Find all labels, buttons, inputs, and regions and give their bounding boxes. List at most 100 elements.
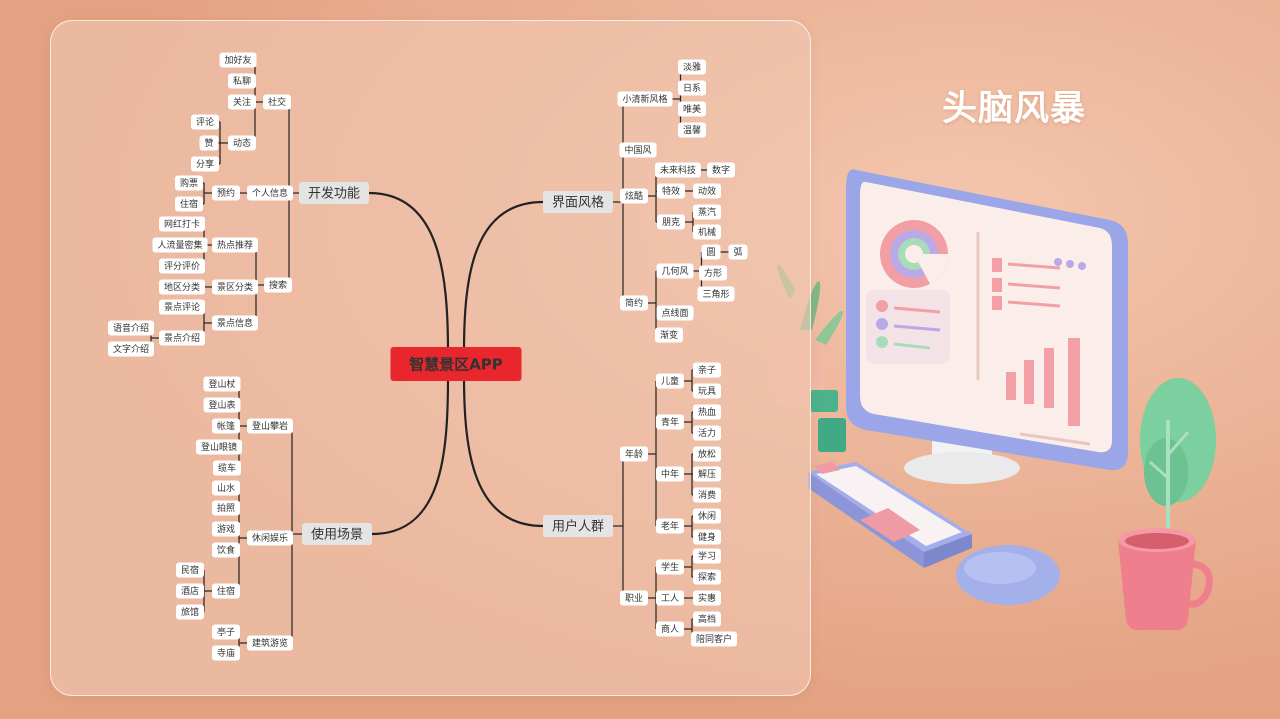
leaf-node-box — [656, 590, 684, 606]
leaf-node[interactable]: 圆 — [701, 244, 721, 260]
branch-node[interactable]: 用户人群 — [543, 515, 613, 537]
leaf-node[interactable]: 热点推荐 — [212, 237, 258, 253]
leaf-node[interactable]: 玩具 — [693, 383, 721, 399]
leaf-node[interactable]: 工人 — [656, 590, 684, 606]
leaf-node[interactable]: 弧 — [728, 244, 748, 260]
leaf-node[interactable]: 儿童 — [656, 373, 684, 389]
center-node[interactable]: 智慧景区APP — [390, 347, 522, 381]
leaf-node[interactable]: 休闲 — [693, 508, 721, 524]
leaf-node[interactable]: 实惠 — [693, 590, 721, 606]
leaf-node[interactable]: 淡雅 — [678, 59, 706, 75]
leaf-node[interactable]: 语音介绍 — [108, 320, 154, 336]
leaf-node[interactable]: 热血 — [693, 404, 721, 420]
branch-node[interactable]: 开发功能 — [299, 182, 369, 204]
leaf-node[interactable]: 高档 — [693, 611, 721, 627]
leaf-node[interactable]: 地区分类 — [159, 279, 205, 295]
leaf-node[interactable]: 帐篷 — [212, 418, 240, 434]
leaf-node[interactable]: 寺庙 — [212, 645, 240, 661]
leaf-node-label: 网红打卡 — [164, 218, 200, 230]
leaf-node[interactable]: 旅馆 — [176, 604, 204, 620]
leaf-node[interactable]: 拍照 — [212, 500, 240, 516]
leaf-node[interactable]: 预约 — [212, 185, 240, 201]
leaf-node[interactable]: 老年 — [656, 518, 684, 534]
leaf-node[interactable]: 住宿 — [212, 583, 240, 599]
leaf-node[interactable]: 评论 — [191, 114, 219, 130]
leaf-node[interactable]: 蒸汽 — [693, 204, 721, 220]
leaf-node[interactable]: 建筑游览 — [247, 635, 293, 651]
leaf-node[interactable]: 缆车 — [213, 460, 241, 476]
leaf-node[interactable]: 消费 — [693, 487, 721, 503]
leaf-node[interactable]: 私聊 — [228, 73, 256, 89]
leaf-node[interactable]: 个人信息 — [247, 185, 293, 201]
leaf-node[interactable]: 点线面 — [656, 305, 694, 321]
leaf-node[interactable]: 陪同客户 — [691, 631, 737, 647]
leaf-node[interactable]: 加好友 — [219, 52, 257, 68]
leaf-node[interactable]: 学生 — [656, 559, 684, 575]
leaf-node[interactable]: 动态 — [228, 135, 256, 151]
leaf-node[interactable]: 人流量密集 — [152, 237, 208, 253]
leaf-node[interactable]: 景点评论 — [159, 299, 205, 315]
leaf-node[interactable]: 山水 — [212, 480, 240, 496]
leaf-node[interactable]: 赞 — [199, 135, 219, 151]
leaf-node[interactable]: 三角形 — [697, 286, 735, 302]
leaf-node[interactable]: 游戏 — [212, 521, 240, 537]
leaf-node[interactable]: 分享 — [191, 156, 219, 172]
leaf-node-label: 渐变 — [660, 329, 678, 341]
leaf-node[interactable]: 酒店 — [176, 583, 204, 599]
leaf-node[interactable]: 搜索 — [264, 277, 292, 293]
leaf-node[interactable]: 中年 — [656, 466, 684, 482]
leaf-node[interactable]: 关注 — [228, 94, 256, 110]
leaf-node[interactable]: 渐变 — [655, 327, 683, 343]
leaf-node-label: 拍照 — [217, 502, 235, 514]
leaf-node[interactable]: 探索 — [693, 569, 721, 585]
leaf-node[interactable]: 青年 — [656, 414, 684, 430]
leaf-node[interactable]: 唯美 — [678, 101, 706, 117]
leaf-node[interactable]: 机械 — [693, 224, 721, 240]
leaf-node[interactable]: 社交 — [263, 94, 291, 110]
leaf-node[interactable]: 学习 — [693, 548, 721, 564]
leaf-node[interactable]: 健身 — [693, 529, 721, 545]
leaf-node[interactable]: 饮食 — [212, 542, 240, 558]
leaf-node[interactable]: 小清新风格 — [617, 91, 673, 107]
leaf-node[interactable]: 年龄 — [620, 446, 648, 462]
leaf-node[interactable]: 购票 — [175, 175, 203, 191]
leaf-node[interactable]: 住宿 — [175, 196, 203, 212]
leaf-node[interactable]: 网红打卡 — [159, 216, 205, 232]
leaf-node[interactable]: 温馨 — [678, 122, 706, 138]
leaf-node[interactable]: 商人 — [656, 621, 684, 637]
leaf-node[interactable]: 方形 — [699, 265, 727, 281]
leaf-node[interactable]: 几何风 — [656, 263, 694, 279]
leaf-node[interactable]: 朋克 — [657, 214, 685, 230]
leaf-node[interactable]: 登山杖 — [203, 376, 241, 392]
leaf-node[interactable]: 景点介绍 — [159, 330, 205, 346]
leaf-node[interactable]: 评分评价 — [159, 258, 205, 274]
leaf-node-box — [176, 583, 204, 599]
leaf-node[interactable]: 中国风 — [619, 142, 657, 158]
leaf-node[interactable]: 登山攀岩 — [247, 418, 293, 434]
leaf-node[interactable]: 未来科技 — [655, 162, 701, 178]
leaf-node[interactable]: 特效 — [657, 183, 685, 199]
leaf-node[interactable]: 景点信息 — [212, 315, 258, 331]
branch-node[interactable]: 界面风格 — [543, 191, 613, 213]
leaf-node-box — [175, 175, 203, 191]
leaf-node[interactable]: 休闲娱乐 — [247, 530, 293, 546]
leaf-node[interactable]: 放松 — [693, 446, 721, 462]
leaf-node-label: 社交 — [268, 96, 286, 108]
leaf-node[interactable]: 登山表 — [203, 397, 241, 413]
branch-node[interactable]: 使用场景 — [302, 523, 372, 545]
leaf-node-box — [213, 460, 241, 476]
leaf-node[interactable]: 简约 — [620, 295, 648, 311]
leaf-node[interactable]: 动效 — [693, 183, 721, 199]
leaf-node[interactable]: 炫酷 — [620, 188, 648, 204]
leaf-node[interactable]: 解压 — [693, 466, 721, 482]
leaf-node[interactable]: 登山眼镜 — [196, 439, 242, 455]
leaf-node[interactable]: 亲子 — [693, 362, 721, 378]
leaf-node[interactable]: 日系 — [678, 80, 706, 96]
leaf-node[interactable]: 职业 — [620, 590, 648, 606]
leaf-node[interactable]: 文字介绍 — [108, 341, 154, 357]
leaf-node[interactable]: 活力 — [693, 425, 721, 441]
leaf-node[interactable]: 数字 — [707, 162, 735, 178]
leaf-node[interactable]: 民宿 — [176, 562, 204, 578]
leaf-node[interactable]: 亭子 — [212, 624, 240, 640]
leaf-node[interactable]: 景区分类 — [212, 279, 258, 295]
